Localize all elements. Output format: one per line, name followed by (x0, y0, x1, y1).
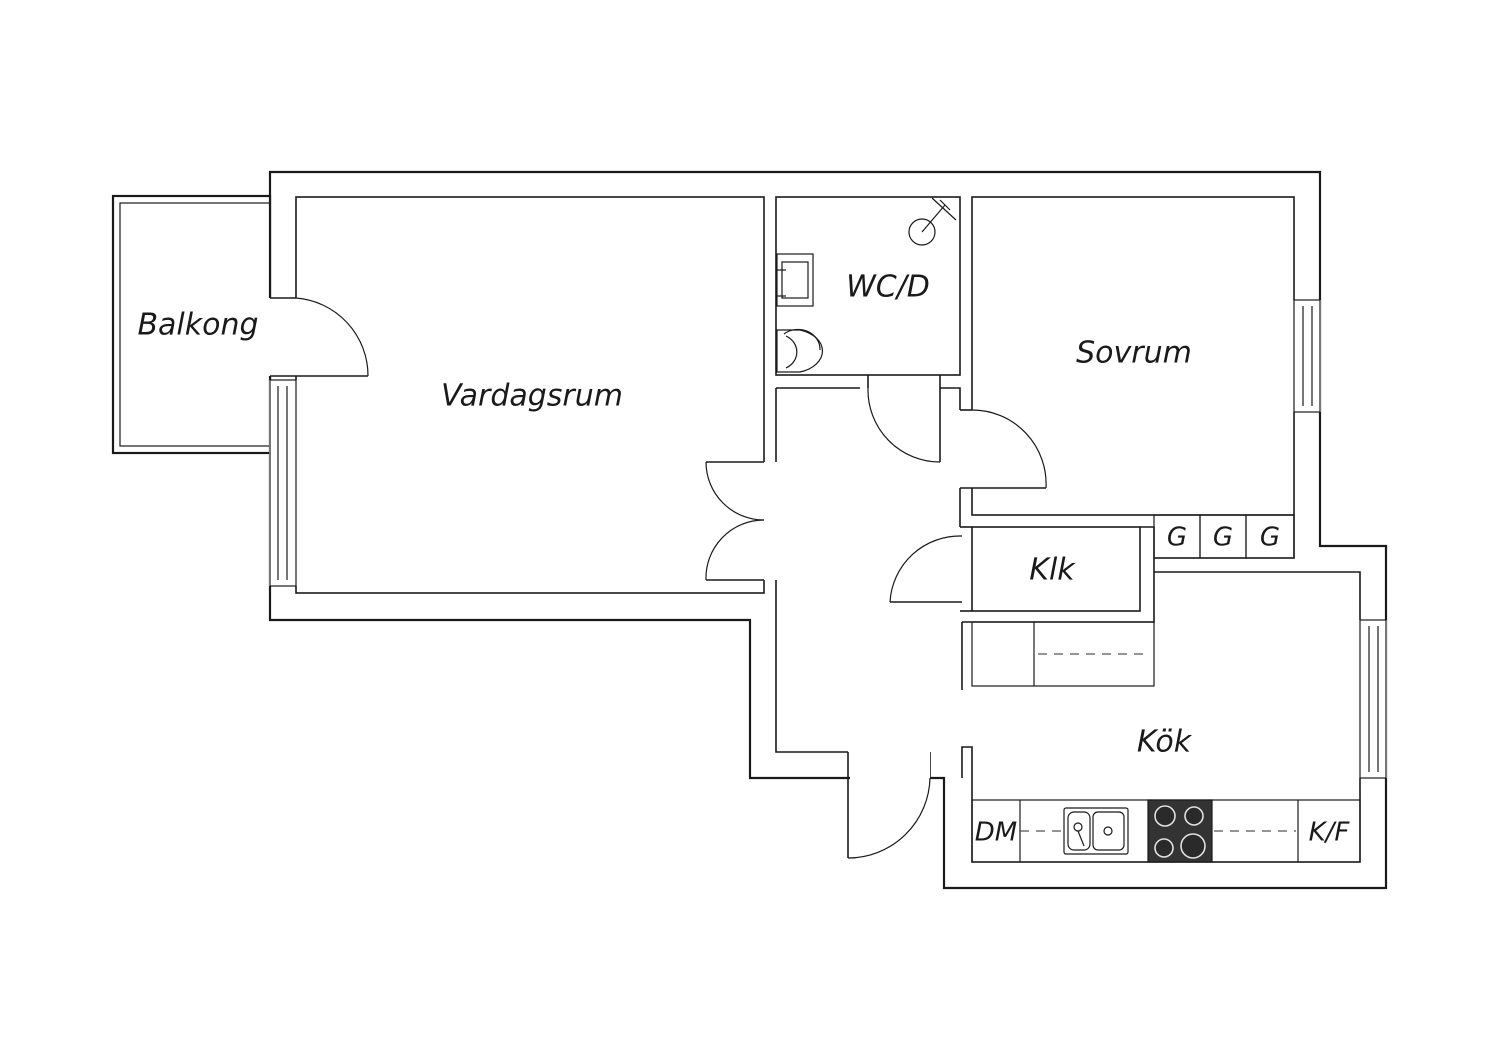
shower-head-icon (908, 197, 957, 246)
windows (269, 299, 1387, 779)
exterior-walls (268, 170, 1388, 890)
window-bedroom (1293, 299, 1321, 413)
balcony-door (268, 297, 369, 377)
wardrobes (1153, 514, 1295, 559)
closet-outline (971, 526, 1141, 612)
wardrobe-3-box (1245, 514, 1295, 559)
bathroom-fixtures (776, 197, 957, 373)
window-living-room (269, 379, 297, 587)
labels: Balkong Vardagsrum WC/D Sovrum Klk Kök G… (137, 270, 1350, 848)
room-label-balkong: Balkong (137, 308, 258, 343)
stove (1147, 799, 1213, 863)
hall-counter (971, 621, 1155, 687)
room-label-klk: Klk (1029, 553, 1076, 588)
burner-icon (1154, 805, 1176, 827)
doors (268, 297, 1047, 859)
room-label-sovrum: Sovrum (1076, 336, 1192, 371)
entrance-door (847, 750, 944, 859)
kitchen-counter (971, 799, 1361, 863)
dishwasher-label: DM (975, 818, 1017, 848)
bathroom-door (867, 375, 941, 463)
fridge-freezer-label: K/F (1309, 818, 1351, 848)
balcony (111, 194, 272, 455)
room-label-wcd: WC/D (846, 270, 930, 305)
burner-icon (1154, 838, 1174, 858)
wardrobe-1-label: G (1167, 523, 1187, 553)
closet-door (889, 535, 963, 603)
bedroom-door (958, 409, 1047, 489)
bathroom-sink (776, 253, 814, 307)
wardrobe-3-label: G (1260, 523, 1280, 553)
burner-icon (1180, 833, 1206, 859)
toilet (776, 328, 824, 373)
room-label-kok: Kök (1137, 725, 1193, 760)
wardrobe-2-label: G (1213, 523, 1233, 553)
kitchen-sink (1063, 807, 1129, 855)
burner-icon (1184, 806, 1204, 826)
window-kitchen (1359, 619, 1387, 779)
room-label-vardagsrum: Vardagsrum (441, 379, 623, 414)
living-room-double-door (705, 461, 778, 581)
